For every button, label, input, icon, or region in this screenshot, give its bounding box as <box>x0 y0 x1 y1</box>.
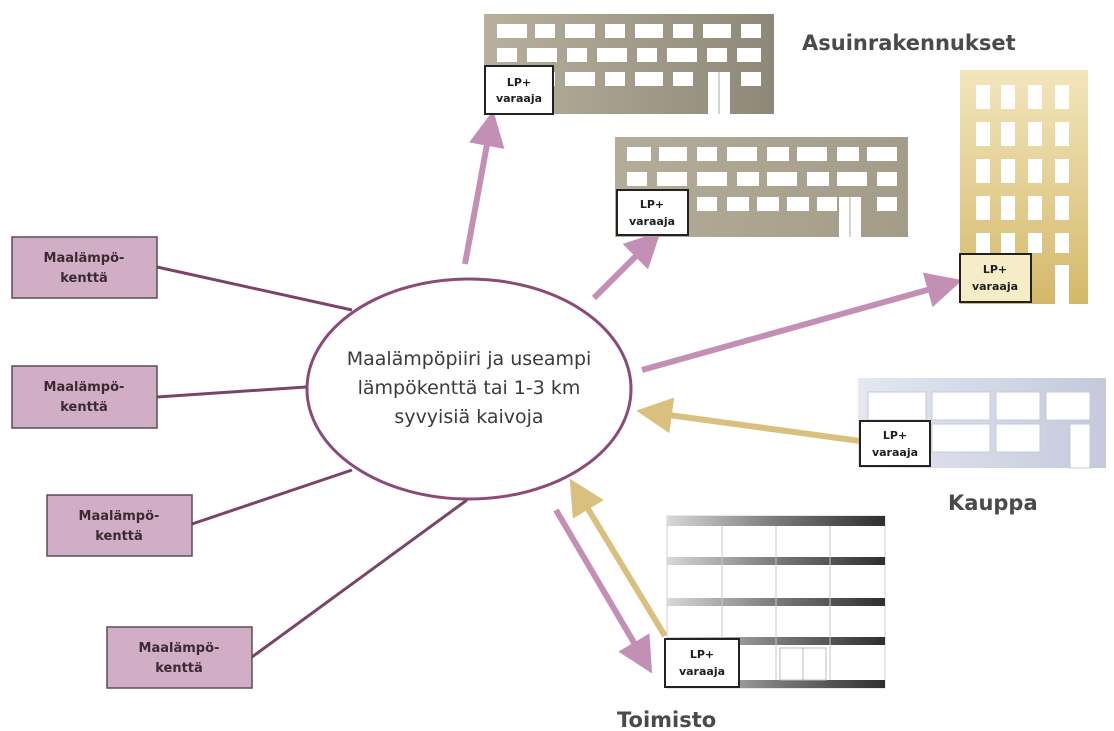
heat-field-label-line-2: kenttä <box>155 661 203 676</box>
lp-unit-label-line-2: varaaja <box>629 215 675 228</box>
connector-line <box>191 468 353 526</box>
heat-field-label-line-1: Maalämpö- <box>44 380 125 395</box>
field-connectors <box>156 265 468 659</box>
center-text-line-2: lämpökenttä tai 1-3 km <box>358 377 581 399</box>
heat-field-2: Maalämpö- kenttä <box>11 365 158 429</box>
lp-unit-label-line-1: LP+ <box>640 198 664 211</box>
center-text-line-1: Maalämpöpiiri ja useampi <box>347 348 592 370</box>
heat-field-label-line-1: Maalämpö- <box>79 509 160 524</box>
arrow-to-office <box>553 508 653 674</box>
lp-unit-label-line-2: varaaja <box>972 280 1018 293</box>
incoming-arrows <box>569 397 861 638</box>
connector-line <box>156 265 353 312</box>
heat-field-1: Maalämpö- kenttä <box>11 236 158 299</box>
connector-line <box>156 385 307 399</box>
heat-pump-unit-residential-1: LP+ varaaja <box>484 65 554 115</box>
arrow-from-shop <box>636 397 861 444</box>
center-circuit: Maalämpöpiiri ja useampi lämpökenttä tai… <box>305 277 633 501</box>
lp-unit-label-line-1: LP+ <box>690 648 714 661</box>
outgoing-arrows <box>462 110 963 674</box>
heat-field-3: Maalämpö- kenttä <box>46 494 193 557</box>
office-title: Toimisto <box>617 708 716 731</box>
residential-building-2 <box>615 137 908 237</box>
arrow-to-tower <box>641 272 963 373</box>
arrow-to-residential-2 <box>591 231 661 301</box>
lp-unit-label-line-1: LP+ <box>983 263 1007 276</box>
residential-title: Asuinrakennukset <box>802 31 1016 55</box>
arrow-to-residential-1 <box>462 110 505 265</box>
heat-field-label-line-2: kenttä <box>60 271 108 286</box>
heat-pump-unit-residential-2: LP+ varaaja <box>616 189 689 236</box>
lp-unit-label-line-1: LP+ <box>883 429 907 442</box>
heat-field-label-line-1: Maalämpö- <box>44 251 125 266</box>
heat-pump-unit-shop: LP+ varaaja <box>859 420 931 467</box>
lp-unit-label-line-2: varaaja <box>872 446 918 459</box>
arrow-from-office <box>569 478 668 638</box>
lp-unit-label-line-2: varaaja <box>496 92 542 105</box>
shop-title: Kauppa <box>948 491 1038 515</box>
shop-building <box>858 378 1106 469</box>
lp-unit-label-line-2: varaaja <box>679 665 725 678</box>
heat-field-label-line-1: Maalämpö- <box>139 641 220 656</box>
connector-line <box>251 498 468 659</box>
lp-unit-label-line-1: LP+ <box>507 76 531 89</box>
heat-field-label-line-2: kenttä <box>60 400 108 415</box>
residential-building-1 <box>484 14 774 114</box>
heat-field-label-line-2: kenttä <box>95 529 143 544</box>
heat-pump-unit-office: LP+ varaaja <box>664 638 740 688</box>
center-text-line-3: syvyisiä kaivoja <box>394 406 543 428</box>
heat-pump-unit-tower: LP+ varaaja <box>959 253 1032 303</box>
heat-field-4: Maalämpö- kenttä <box>106 626 253 689</box>
